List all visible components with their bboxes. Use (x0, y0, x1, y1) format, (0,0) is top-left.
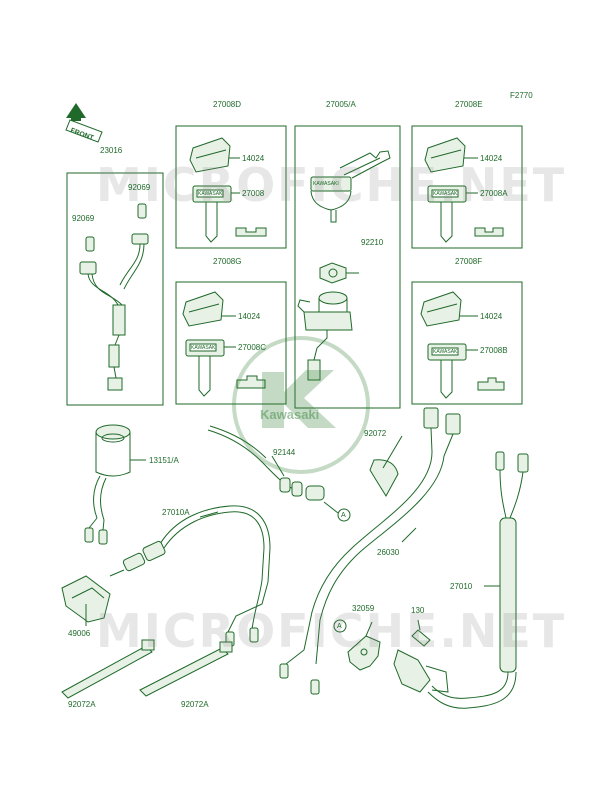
group-box-27008F (411, 281, 523, 405)
group-label-27008E: 27008E (455, 100, 483, 109)
ref-marker-a2-label: A (337, 623, 342, 630)
key-set-27008G (182, 291, 266, 397)
key-set-27008D (189, 137, 267, 243)
ref-marker-a1-label: A (341, 512, 346, 519)
group-box-27008E (411, 125, 523, 249)
part-label-27008A: 27008A (480, 189, 508, 198)
part-label-27010A: 27010A (162, 508, 190, 517)
part-label-27010: 27010 (450, 582, 473, 591)
ignition-switch-27005A (297, 150, 391, 381)
part-label-92069-a: 92069 (128, 183, 151, 192)
part-label-14024-e: 14024 (480, 154, 503, 163)
figure-code: F2770 (510, 91, 533, 100)
watermark-text-top: MICROFICHE.NET (96, 158, 567, 212)
group-box-27005A (294, 125, 401, 409)
key-set-27008E (424, 137, 504, 243)
group-label-27005A: 27005/A (326, 100, 356, 109)
part-label-13151A: 13151/A (149, 456, 179, 465)
group-label-23016: 23016 (100, 146, 123, 155)
part-label-27008-d: 27008 (242, 189, 265, 198)
lead-27010A (109, 505, 271, 647)
lead-92144 (207, 425, 339, 514)
watermark-text-bottom: MICROFICHE.NET (96, 604, 567, 658)
part-label-27008C: 27008C (238, 343, 267, 352)
part-label-92072: 92072 (364, 429, 387, 438)
kawasaki-logo-text: Kawasaki (260, 407, 320, 422)
key-stamp-27005A: KAWASAKI (313, 181, 339, 187)
group-label-27008D: 27008D (213, 100, 242, 109)
group-box-27008D (175, 125, 287, 249)
group-label-27008F: 27008F (455, 257, 483, 266)
part-label-130: 130 (411, 606, 425, 615)
part-label-14024-f: 14024 (480, 312, 503, 321)
part-label-14024-g: 14024 (238, 312, 261, 321)
cable-tie-92072A-2 (139, 641, 233, 697)
canister-switch-13151A (84, 424, 146, 545)
part-label-92210: 92210 (361, 238, 384, 247)
kawasaki-logo (232, 336, 370, 474)
part-label-26030: 26030 (377, 548, 400, 557)
group-box-27008G (175, 281, 287, 405)
part-label-92144: 92144 (273, 448, 296, 457)
part-label-92072A-a: 92072A (68, 700, 96, 709)
part-label-92072A-b: 92072A (181, 700, 209, 709)
group-box-23016 (66, 172, 164, 406)
cap-49006 (61, 575, 111, 626)
key-stamp-27008E: KAWASAKI (433, 191, 459, 197)
front-arrow: FRONT (65, 103, 103, 143)
clamp-92072 (369, 435, 403, 497)
part-label-49006: 49006 (68, 629, 91, 638)
bracket-switch-32059 (347, 619, 449, 693)
cable-tie-92072A-1 (61, 639, 155, 699)
key-set-27008F (420, 291, 505, 399)
part-label-32059: 32059 (352, 604, 375, 613)
ref-marker-a2 (333, 619, 347, 633)
part-label-92069-b: 92069 (72, 214, 95, 223)
sub-harness-23016 (79, 203, 149, 391)
key-stamp-27008F: KAWASAKI (433, 349, 459, 355)
part-label-14024-d: 14024 (242, 154, 265, 163)
harness-26030 (279, 407, 461, 695)
ref-marker-a1 (337, 508, 351, 522)
group-label-27008G: 27008G (213, 257, 242, 266)
key-stamp-27008D: KAWASAKI (198, 191, 224, 197)
key-stamp-27008G: KAWASAKI (191, 345, 217, 351)
part-label-27008B: 27008B (480, 346, 508, 355)
lead-27010 (427, 451, 529, 709)
